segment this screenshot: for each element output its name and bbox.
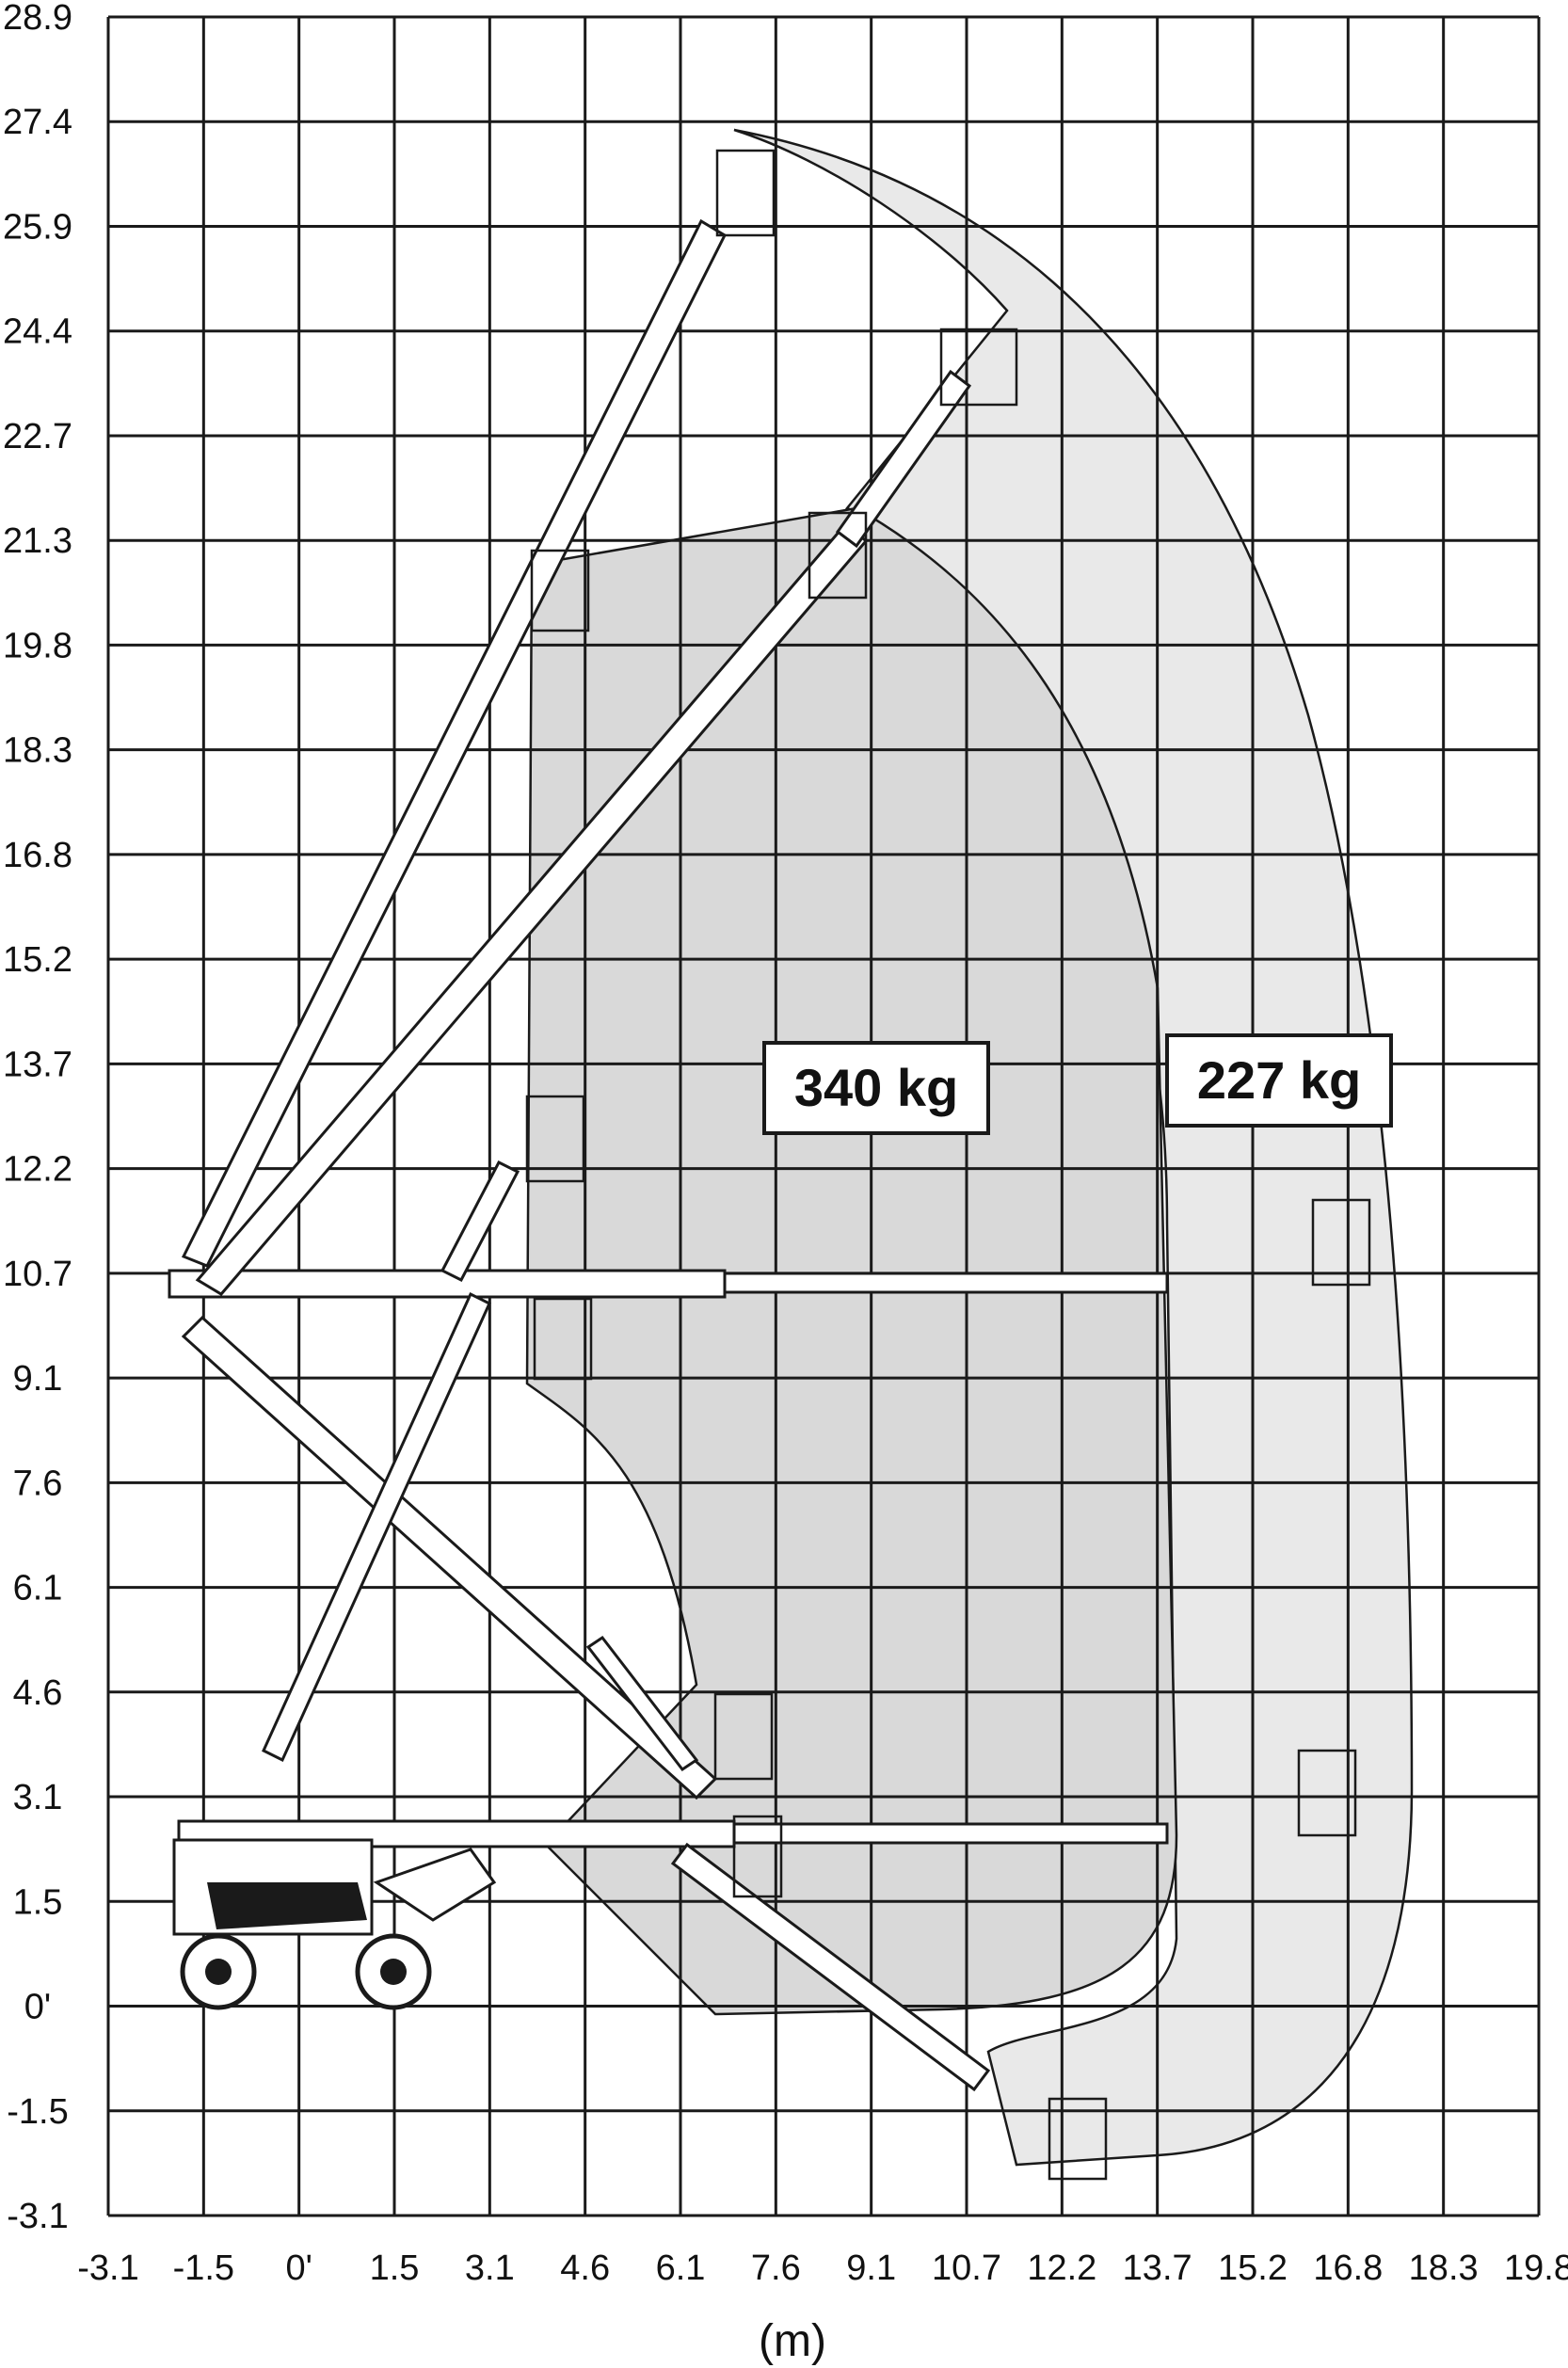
boom-diagonal-negative	[670, 1842, 991, 2092]
boom-jib-12m	[440, 1160, 520, 1283]
capacity-label-227kg: 227 kg	[1197, 1050, 1361, 1110]
envelope-340kg	[525, 506, 1178, 2016]
platform-24m	[939, 328, 1018, 407]
x-tick-label: 3.1	[465, 2248, 515, 2288]
platform-10m-mid	[533, 1297, 593, 1381]
platform-20m	[530, 549, 590, 632]
y-tick-label: 28.9	[3, 0, 72, 38]
boom-jib-4m	[585, 1635, 699, 1772]
y-tick-label: 16.8	[3, 836, 72, 875]
x-tick-label: 1.5	[370, 2248, 420, 2288]
y-tick-label: 25.9	[3, 207, 72, 247]
x-axis-ticks: -3.1 -1.5 0' 1.5 3.1 4.6 6.1 7.6 9.1 10.7 12.2 13.7…	[77, 2248, 1568, 2288]
y-tick-label: -3.1	[7, 2197, 68, 2236]
platform-negative	[1048, 2097, 1108, 2181]
platform-27m	[715, 149, 776, 237]
machine-chassis	[172, 1838, 497, 2010]
y-axis-ticks: 28.9 27.4 25.9 24.4 22.7 21.3 19.8 18.3 16.8 15.2…	[3, 0, 72, 2236]
platform-21m	[808, 511, 868, 600]
x-tick-label: 6.1	[656, 2248, 706, 2288]
capacity-box-340kg: 340 kg	[762, 1041, 990, 1135]
y-tick-label: 7.6	[13, 1464, 63, 1503]
x-tick-label: 9.1	[846, 2248, 896, 2288]
x-tick-label: 4.6	[560, 2248, 610, 2288]
x-tick-label: -1.5	[173, 2248, 234, 2288]
y-tick-label: 19.8	[3, 626, 72, 665]
y-tick-label: 27.4	[3, 103, 72, 142]
platforms	[525, 149, 1371, 2181]
y-tick-label: 15.2	[3, 940, 72, 980]
x-tick-label: 12.2	[1027, 2248, 1096, 2288]
boom-lower-link	[262, 1291, 491, 1763]
y-tick-label: 9.1	[13, 1359, 63, 1399]
platform-4m	[713, 1692, 774, 1781]
y-tick-label: 6.1	[13, 1569, 63, 1608]
x-tick-label: 19.8	[1504, 2248, 1568, 2288]
capacity-box-227kg: 227 kg	[1165, 1033, 1393, 1128]
x-tick-label: 15.2	[1218, 2248, 1288, 2288]
boom-lower-extension	[732, 1822, 1169, 1845]
platform-2m	[732, 1815, 783, 1898]
y-tick-label: 18.3	[3, 731, 72, 771]
y-tick-label: 1.5	[13, 1882, 63, 1922]
x-tick-label: 13.7	[1123, 2248, 1192, 2288]
y-tick-label: 22.7	[3, 417, 72, 456]
y-tick-label: 10.7	[3, 1255, 72, 1294]
machine-counterweight	[207, 1882, 367, 1929]
y-tick-label: 0'	[24, 1988, 51, 2027]
y-tick-label: 12.2	[3, 1150, 72, 1190]
y-tick-label: 21.3	[3, 521, 72, 561]
boom-upper-horizontal	[168, 1269, 727, 1299]
boom-diagonal-low	[181, 1315, 718, 1800]
x-tick-label: 7.6	[751, 2248, 801, 2288]
boom-diagonal-24m	[835, 369, 972, 549]
platform-3m-right	[1297, 1749, 1357, 1837]
y-tick-label: 3.1	[13, 1778, 63, 1817]
x-axis-unit: (m)	[759, 2316, 826, 2366]
capacity-label-340kg: 340 kg	[794, 1058, 958, 1117]
boom-upper-extension	[723, 1272, 1169, 1294]
x-tick-label: -3.1	[77, 2248, 138, 2288]
x-tick-label: 10.7	[932, 2248, 1001, 2288]
y-tick-label: -1.5	[7, 2092, 68, 2132]
y-tick-label: 24.4	[3, 312, 72, 352]
x-tick-label: 0'	[285, 2248, 312, 2288]
machine-jib-front	[373, 1848, 497, 1922]
boom-positions	[168, 218, 1169, 2092]
x-tick-label: 18.3	[1409, 2248, 1479, 2288]
y-tick-label: 4.6	[13, 1673, 63, 1713]
x-tick-label: 16.8	[1313, 2248, 1383, 2288]
platform-13m	[525, 1095, 585, 1183]
platform-10m-right	[1311, 1198, 1371, 1287]
y-tick-label: 13.7	[3, 1045, 72, 1084]
